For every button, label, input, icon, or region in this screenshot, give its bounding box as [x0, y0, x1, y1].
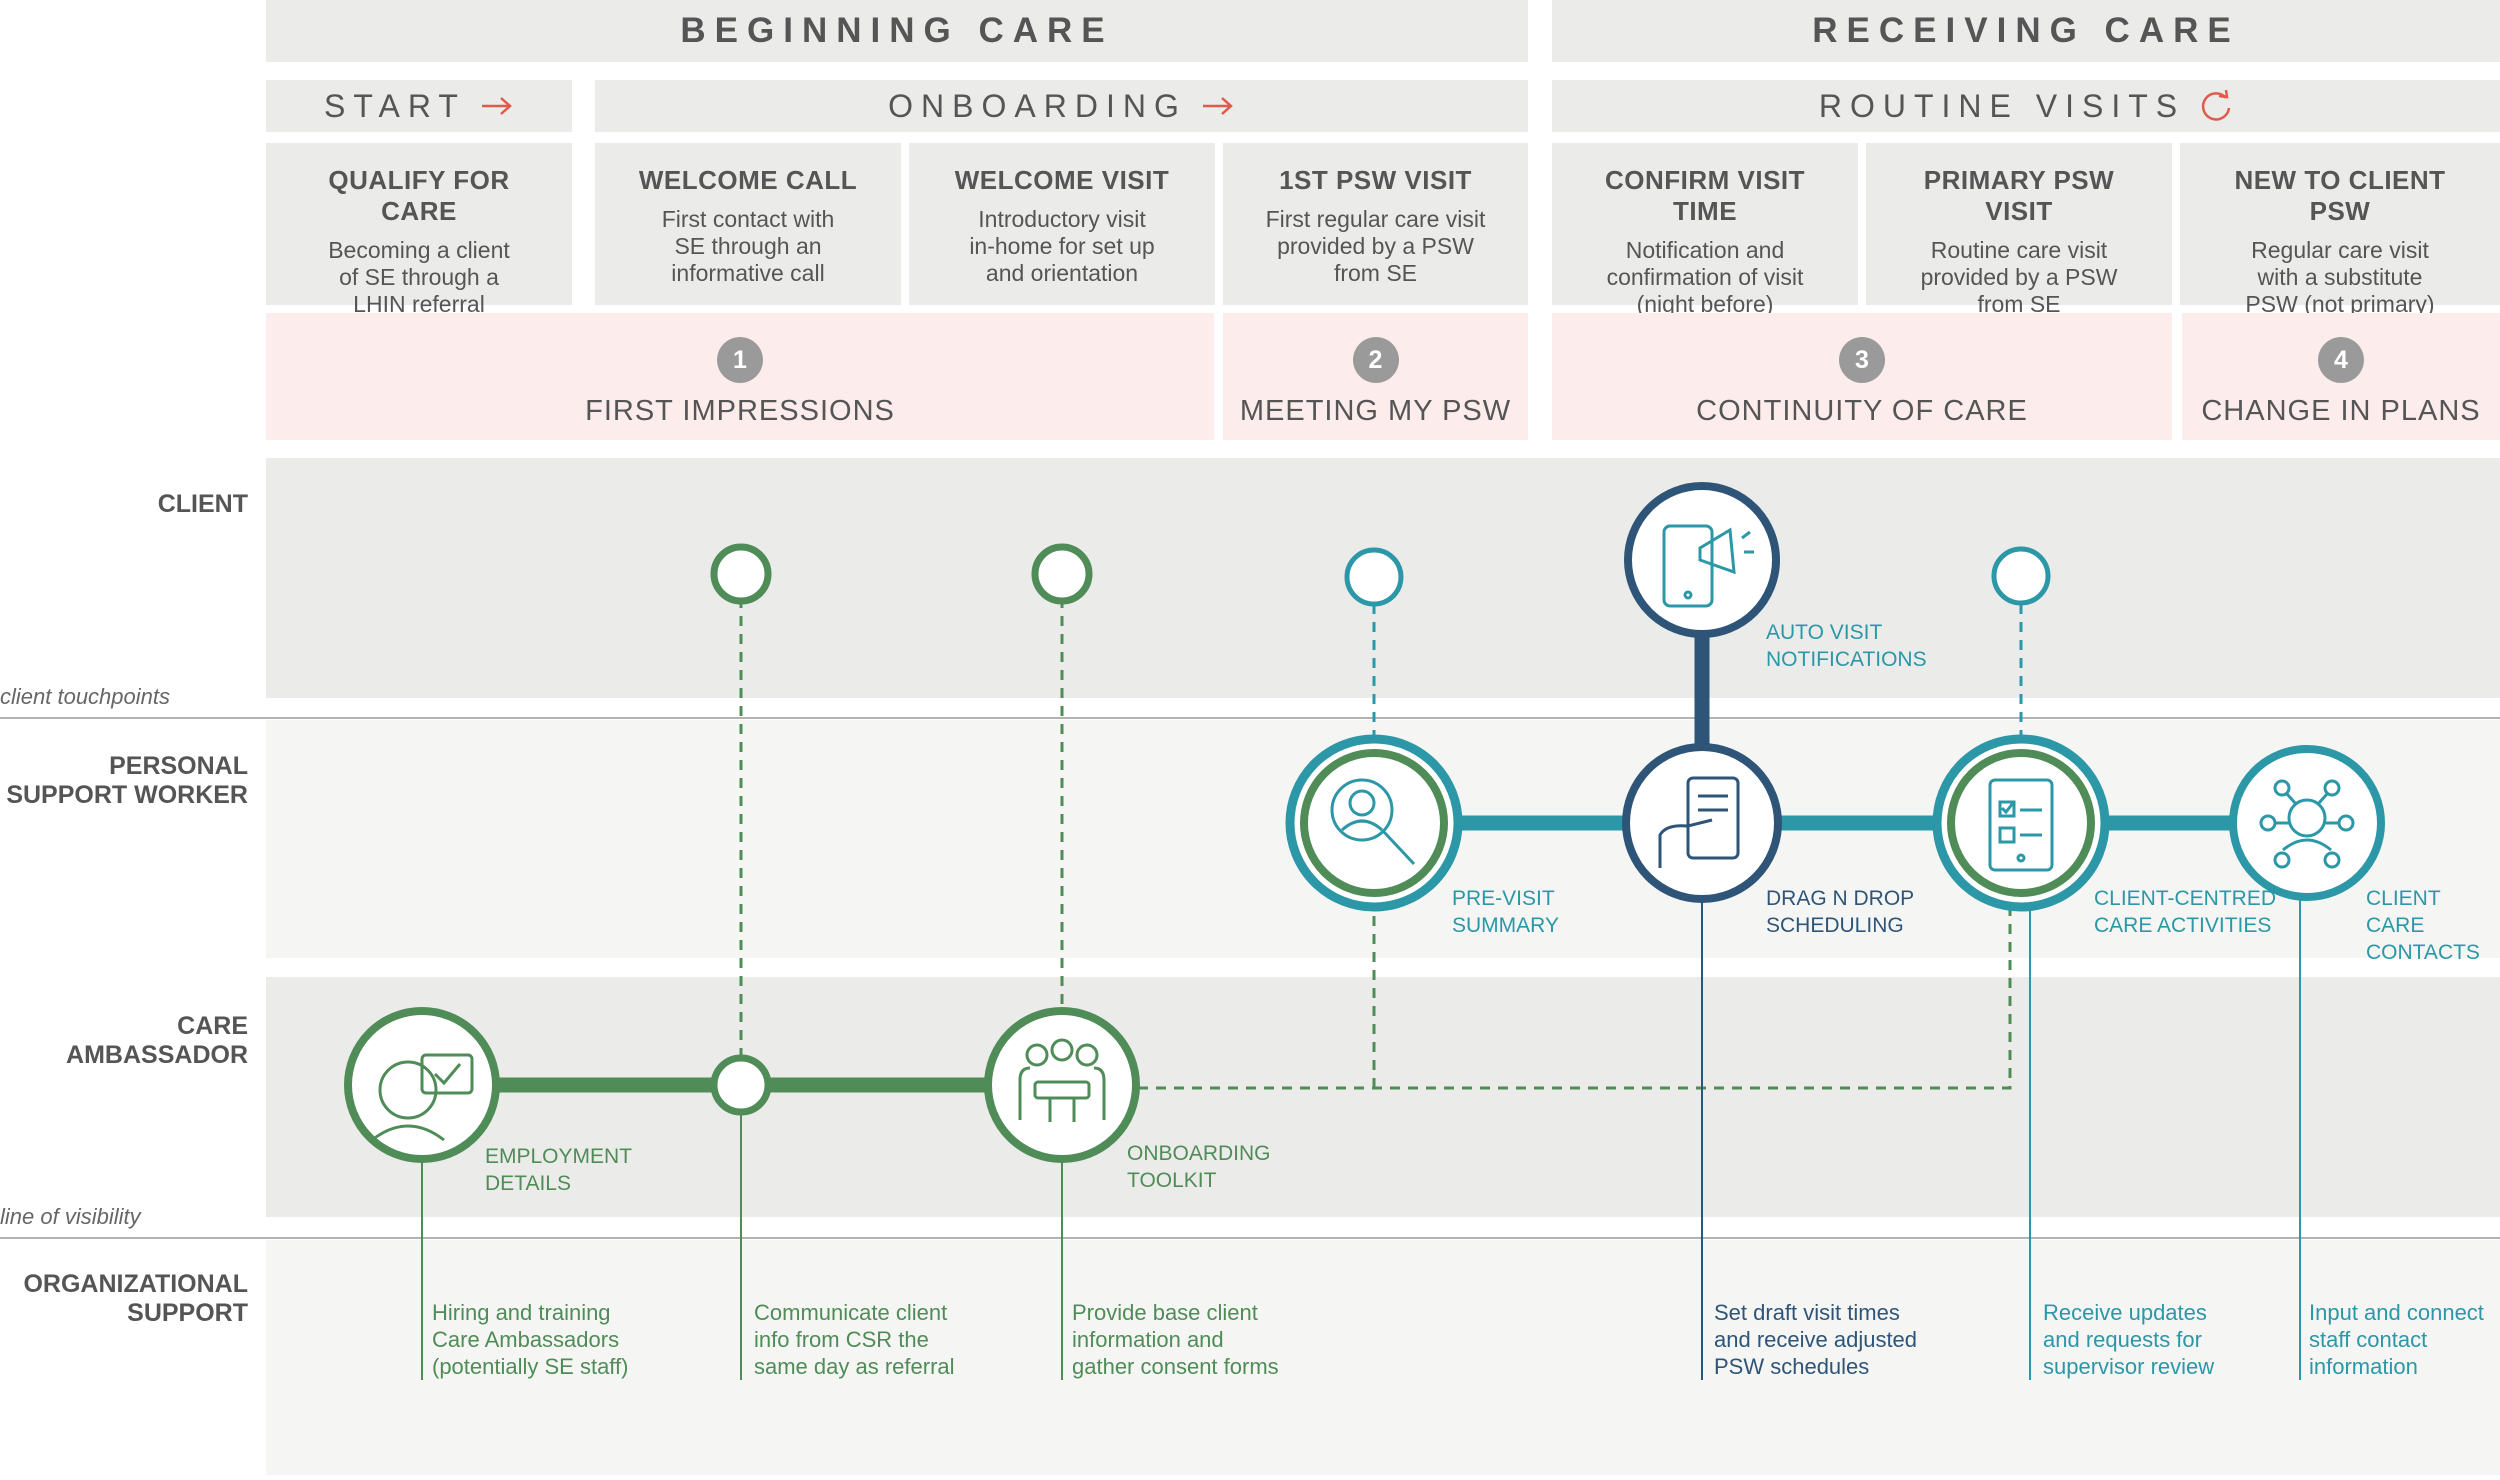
- subphase-label: START: [324, 87, 466, 124]
- stage-description: Becoming a client of SE through a LHIN r…: [328, 237, 510, 317]
- subphase-label: ONBOARDING: [888, 87, 1187, 124]
- lane-label-organizational-support: ORGANIZATIONAL SUPPORT: [23, 1270, 248, 1327]
- meeting-group-icon: [984, 1007, 1140, 1163]
- caption-drag-n-drop-scheduling: DRAG N DROP SCHEDULING: [1766, 887, 1915, 937]
- stage-primary-psw-visit: PRIMARY PSW VISIT Routine care visit pro…: [1866, 143, 2172, 317]
- touchpoint-primary-psw-visit: [1991, 546, 2051, 606]
- stage-description: First regular care visit provided by a P…: [1265, 206, 1486, 286]
- stage-description: Notification and confirmation of visit (…: [1606, 237, 1804, 317]
- lane-label-client: CLIENT: [157, 490, 248, 518]
- stage-title: WELCOME CALL: [638, 165, 858, 195]
- moment-number-badge: 3: [1839, 337, 1885, 383]
- connector-care-to-psw: [1138, 880, 2012, 1090]
- touchpoint-welcome-visit: [1031, 543, 1093, 605]
- stage-first-psw-visit: 1ST PSW VISIT First regular care visit p…: [1223, 143, 1528, 305]
- hand-tablet-icon: [1622, 743, 1782, 903]
- arrow-right-icon: [1202, 97, 1233, 115]
- subphase-start: START: [266, 80, 572, 132]
- caption-pre-visit-summary: PRE-VISIT SUMMARY: [1452, 887, 1559, 937]
- moment-meeting-my-psw: 2 MEETING MY PSW: [1223, 313, 1528, 440]
- stage-new-to-client-psw: NEW TO CLIENT PSW Regular care visit wit…: [2180, 143, 2500, 317]
- line-of-visibility: [0, 1237, 2500, 1239]
- stage-title: 1ST PSW VISIT: [1279, 165, 1472, 195]
- org-support-updates: Receive updates and requests for supervi…: [2043, 1300, 2215, 1379]
- refresh-icon: [2201, 89, 2231, 121]
- lane-organizational-support: [266, 1240, 2500, 1475]
- moment-number-badge: 2: [1352, 337, 1399, 383]
- tablet-checklist-icon: [1932, 734, 2110, 912]
- lane-care-ambassador: [266, 977, 2500, 1217]
- client-touchpoints-note: client touchpoints: [0, 684, 170, 709]
- stage-title: PRIMARY PSW VISIT: [1923, 165, 2115, 226]
- stage-description: Regular care visit with a substitute PSW…: [2245, 237, 2435, 317]
- lane-label-psw: PERSONAL SUPPORT WORKER: [6, 752, 248, 809]
- caption-auto-visit-notifications: AUTO VISIT NOTIFICATIONS: [1766, 621, 1927, 671]
- moment-continuity-of-care: 3 CONTINUITY OF CARE: [1552, 313, 2172, 440]
- touchpoint-first-psw-visit: [1344, 547, 1404, 607]
- network-people-icon: [2229, 745, 2385, 901]
- org-support-hiring: Hiring and training Care Ambassadors (po…: [432, 1300, 629, 1379]
- stage-description: Introductory visit in-home for set up an…: [969, 206, 1155, 286]
- junction-welcome-call: [710, 1054, 772, 1116]
- touchpoint-welcome-call: [710, 543, 772, 605]
- subphase-routine-visits: ROUTINE VISITS: [1552, 80, 2500, 132]
- arrow-right-icon: [481, 97, 512, 115]
- stage-description: Routine care visit provided by a PSW fro…: [1920, 237, 2118, 317]
- stage-confirm-visit-time: CONFIRM VISIT TIME Notification and conf…: [1552, 143, 1858, 317]
- caption-onboarding-toolkit: ONBOARDING TOOLKIT: [1127, 1142, 1271, 1192]
- caption-client-centred-care-activities: CLIENT-CENTRED CARE ACTIVITIES: [2094, 887, 2277, 937]
- phase-label: RECEIVING CARE: [1812, 11, 2240, 50]
- caption-client-care-contacts: CLIENT CARE CONTACTS: [2366, 887, 2480, 964]
- stage-title: CONFIRM VISIT TIME: [1604, 165, 1806, 226]
- stage-description: First contact with SE through an informa…: [661, 206, 835, 286]
- phase-label: BEGINNING CARE: [680, 11, 1114, 50]
- org-support-draft-times: Set draft visit times and receive adjust…: [1714, 1300, 1918, 1379]
- lane-label-care-ambassador: CARE AMBASSADOR: [66, 1012, 248, 1069]
- client-touchpoints-line: [0, 717, 2500, 719]
- moment-first-impressions: 1 FIRST IMPRESSIONS: [266, 313, 1214, 440]
- line-of-visibility-note: line of visibility: [0, 1204, 141, 1229]
- phone-megaphone-icon: [1624, 482, 1780, 638]
- subphase-label: ROUTINE VISITS: [1818, 87, 2186, 124]
- stage-title: WELCOME VISIT: [954, 165, 1170, 195]
- moment-title: MEETING MY PSW: [1239, 395, 1512, 427]
- caption-employment-details: EMPLOYMENT DETAILS: [485, 1145, 633, 1195]
- moment-title: CONTINUITY OF CARE: [1696, 395, 2028, 427]
- moment-number-badge: 4: [2318, 337, 2364, 383]
- moment-title: FIRST IMPRESSIONS: [585, 395, 895, 427]
- stage-welcome-visit: WELCOME VISIT Introductory visit in-home…: [909, 143, 1215, 305]
- stage-qualify-for-care: QUALIFY FOR CARE Becoming a client of SE…: [266, 143, 572, 317]
- phase-header-receiving-care: RECEIVING CARE: [1552, 0, 2500, 62]
- org-support-base-info: Provide base client information and gath…: [1072, 1300, 1279, 1379]
- org-support-communicate: Communicate client info from CSR the sam…: [754, 1300, 955, 1379]
- stage-title: QUALIFY FOR CARE: [328, 165, 510, 226]
- stage-title: NEW TO CLIENT PSW: [2234, 165, 2446, 226]
- moment-number-badge: 1: [717, 337, 763, 383]
- stage-welcome-call: WELCOME CALL First contact with SE throu…: [595, 143, 901, 305]
- moment-change-in-plans: 4 CHANGE IN PLANS: [2182, 313, 2500, 440]
- phase-header-beginning-care: BEGINNING CARE: [266, 0, 1528, 62]
- org-support-contacts: Input and connect staff contact informat…: [2309, 1300, 2484, 1379]
- person-magnifier-icon: [1285, 734, 1463, 912]
- person-checkmark-icon: [344, 1007, 500, 1163]
- moment-title: CHANGE IN PLANS: [2201, 395, 2481, 427]
- subphase-onboarding: ONBOARDING: [595, 80, 1528, 132]
